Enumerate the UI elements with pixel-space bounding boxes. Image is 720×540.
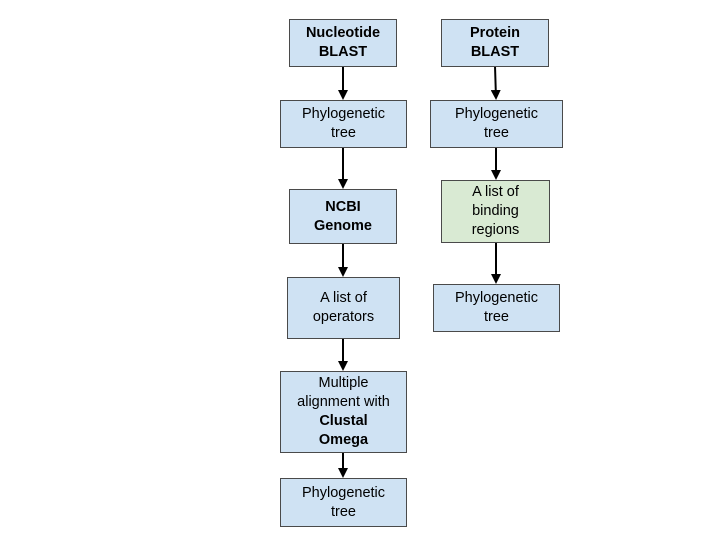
alignment-line1: Multiple <box>318 375 369 391</box>
binding-line1: A list of <box>472 184 519 200</box>
ncbi-genome-line2: Genome <box>313 217 372 234</box>
nucleotide-blast-line2: BLAST <box>318 44 368 60</box>
left-tree1-line1: Phylogenetic <box>301 106 386 122</box>
alignment-line2: alignment with <box>297 394 390 410</box>
operators-list-node: A list of operators <box>287 277 400 339</box>
left-tree1-line2: tree <box>331 125 356 141</box>
ncbi-genome-node: NCBI Genome <box>289 189 397 244</box>
nucleotide-blast-node: Nucleotide BLAST <box>289 19 397 67</box>
left-phylogenetic-tree-node-2: Phylogenetic tree <box>280 478 407 527</box>
alignment-line3: Clustal <box>319 413 368 429</box>
operators-line1: A list of <box>320 290 367 306</box>
left-tree2-line2: tree <box>331 503 356 520</box>
right-tree1-line2: tree <box>484 125 509 141</box>
right-tree2-line1: Phylogenetic <box>454 290 539 306</box>
nucleotide-blast-line1: Nucleotide <box>305 25 381 41</box>
ncbi-genome-line1: NCBI <box>325 198 361 215</box>
protein-blast-node: Protein BLAST <box>441 19 549 67</box>
binding-line3: regions <box>471 222 520 238</box>
left-phylogenetic-tree-node-1: Phylogenetic tree <box>280 100 407 148</box>
left-tree2-line1: Phylogenetic <box>301 484 386 501</box>
binding-line2: binding <box>472 203 519 219</box>
right-tree2-line2: tree <box>484 309 509 325</box>
protein-blast-line1: Protein <box>470 25 520 41</box>
right-phylogenetic-tree-node-2: Phylogenetic tree <box>433 284 560 332</box>
protein-blast-line2: BLAST <box>470 44 520 60</box>
binding-regions-node: A list of binding regions <box>441 180 550 243</box>
operators-line2: operators <box>312 309 375 325</box>
right-phylogenetic-tree-node-1: Phylogenetic tree <box>430 100 563 148</box>
alignment-line4: Omega <box>318 432 369 448</box>
right-tree1-line1: Phylogenetic <box>454 106 539 122</box>
multiple-alignment-node: Multiple alignment with Clustal Omega <box>280 371 407 453</box>
arrow-protein-to-tree <box>490 65 501 100</box>
